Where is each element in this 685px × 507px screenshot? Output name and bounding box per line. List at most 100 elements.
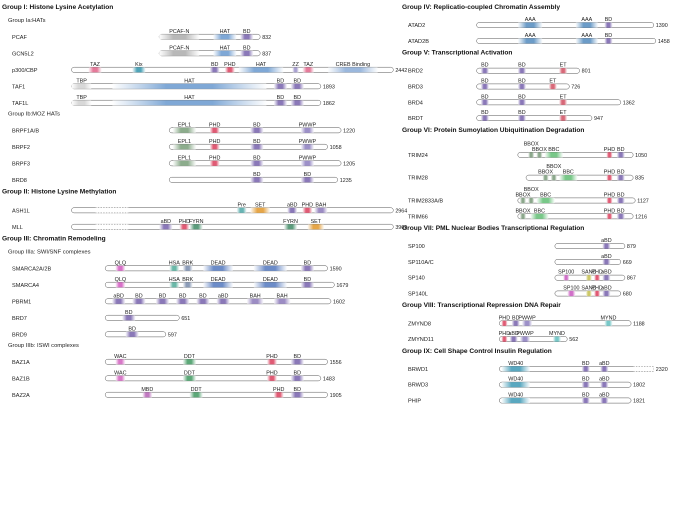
domain-label: BD bbox=[582, 361, 590, 367]
protein-length: 1216 bbox=[635, 214, 647, 220]
domain-ddt bbox=[189, 392, 203, 398]
domain-label: AAA bbox=[525, 17, 536, 23]
domain-abd bbox=[602, 259, 611, 265]
domain-fyrn bbox=[283, 224, 298, 230]
domain-label: HAT bbox=[256, 62, 267, 68]
domain-bd bbox=[250, 160, 264, 166]
domain-label: Kix bbox=[135, 62, 143, 68]
protein-backbone bbox=[104, 391, 328, 398]
domain-et bbox=[559, 115, 568, 121]
protein-name: BRD2 bbox=[408, 69, 423, 75]
domain-label: ZZ bbox=[292, 62, 299, 68]
domain-bd bbox=[480, 83, 489, 90]
protein-length: 947 bbox=[594, 116, 603, 122]
domain-bbc bbox=[559, 175, 578, 181]
group-heading: Group VII: PML Nuclear Bodies Transcript… bbox=[402, 225, 584, 232]
domain-label: aBD bbox=[601, 270, 612, 276]
domain-label: BBC bbox=[534, 208, 545, 214]
domain-bd bbox=[581, 382, 590, 388]
domain-bd bbox=[290, 375, 305, 381]
protein-name: PCAF bbox=[12, 35, 28, 41]
domain-bbc bbox=[536, 197, 555, 204]
domain-label: BBOX bbox=[524, 141, 539, 147]
domain-label: aBD bbox=[218, 293, 229, 299]
domain-phd bbox=[606, 197, 613, 204]
domain-label: BD bbox=[253, 122, 261, 128]
domain-label: aBD bbox=[599, 377, 610, 383]
protein-length: 562 bbox=[569, 337, 578, 343]
domain-set bbox=[250, 207, 271, 213]
domain-wd40 bbox=[501, 382, 531, 388]
group-heading: Group V: Transcriptional Activation bbox=[402, 50, 512, 57]
domain-abd bbox=[600, 382, 609, 388]
domain-fyrn bbox=[189, 224, 203, 230]
protein-length: 1556 bbox=[330, 360, 342, 366]
domain-label: BD bbox=[481, 63, 489, 69]
domain-bd bbox=[290, 359, 305, 365]
domain-label: DEAD bbox=[263, 260, 278, 266]
domain-bbox bbox=[519, 197, 527, 204]
protein-name: TRIM66 bbox=[408, 214, 428, 220]
domain-label: FYRN bbox=[189, 219, 204, 225]
domain-phd bbox=[606, 175, 613, 181]
domain-tbp bbox=[71, 83, 92, 89]
protein-backbone bbox=[476, 99, 622, 106]
domain-hsa bbox=[169, 282, 180, 288]
domain-label: ET bbox=[560, 110, 568, 116]
domain-phd bbox=[273, 392, 284, 398]
domain-label: MBD bbox=[141, 387, 153, 393]
protein-length: 1802 bbox=[633, 383, 645, 389]
protein-length: 1127 bbox=[637, 199, 649, 205]
group-heading: Group VI: Protein Sumoylation Ubiquitina… bbox=[402, 127, 584, 134]
domain-label: DEAD bbox=[211, 260, 226, 266]
domain-label: PWWP bbox=[299, 122, 317, 128]
protein-length: 1862 bbox=[323, 101, 335, 107]
domain-label: FYRN bbox=[283, 219, 298, 225]
domain-label: BD bbox=[617, 193, 625, 199]
protein-name: TAF1 bbox=[12, 84, 25, 90]
domain-label: BBC bbox=[563, 170, 574, 176]
domain-bbox bbox=[528, 152, 535, 158]
domain-label: BD bbox=[617, 147, 625, 153]
domain-label: WD40 bbox=[508, 361, 523, 367]
domain-pwwp bbox=[300, 127, 315, 133]
protein-name: TAF1L bbox=[12, 101, 28, 107]
domain-aaa bbox=[517, 22, 543, 28]
domain-bd bbox=[273, 100, 288, 106]
domain-epl1 bbox=[172, 144, 197, 150]
protein-name: ATAD2B bbox=[408, 39, 429, 45]
domain-label: PWWP bbox=[299, 155, 317, 161]
domain-hat bbox=[111, 100, 267, 106]
domain-label: BD bbox=[277, 78, 285, 84]
domain-phd bbox=[224, 67, 235, 73]
protein-backbone bbox=[476, 38, 657, 44]
protein-length: 1205 bbox=[343, 161, 355, 167]
protein-name: TRIM28 bbox=[408, 176, 428, 182]
protein-backbone bbox=[476, 67, 580, 74]
domain-phd bbox=[606, 152, 613, 158]
domain-bbox bbox=[550, 175, 557, 181]
protein-name: BAZ1A bbox=[12, 360, 30, 366]
domain-bah bbox=[246, 298, 264, 304]
domain-bd bbox=[616, 197, 625, 204]
protein-length: 597 bbox=[168, 332, 177, 338]
domain-label: PHD bbox=[591, 270, 602, 276]
protein-name: BRDT bbox=[408, 116, 424, 122]
protein-backbone bbox=[104, 375, 322, 382]
protein-length: 1483 bbox=[323, 376, 335, 382]
protein-length: 1058 bbox=[330, 145, 342, 151]
domain-abd bbox=[602, 275, 611, 281]
protein-length: 1050 bbox=[635, 153, 647, 159]
domain-abd bbox=[287, 207, 298, 213]
protein-name: BAZ2A bbox=[12, 393, 30, 399]
protein-name: PBRM1 bbox=[12, 299, 31, 305]
domain-label: BD bbox=[617, 170, 625, 176]
domain-label: BD bbox=[294, 95, 302, 101]
domain-label: WD40 bbox=[508, 377, 523, 383]
